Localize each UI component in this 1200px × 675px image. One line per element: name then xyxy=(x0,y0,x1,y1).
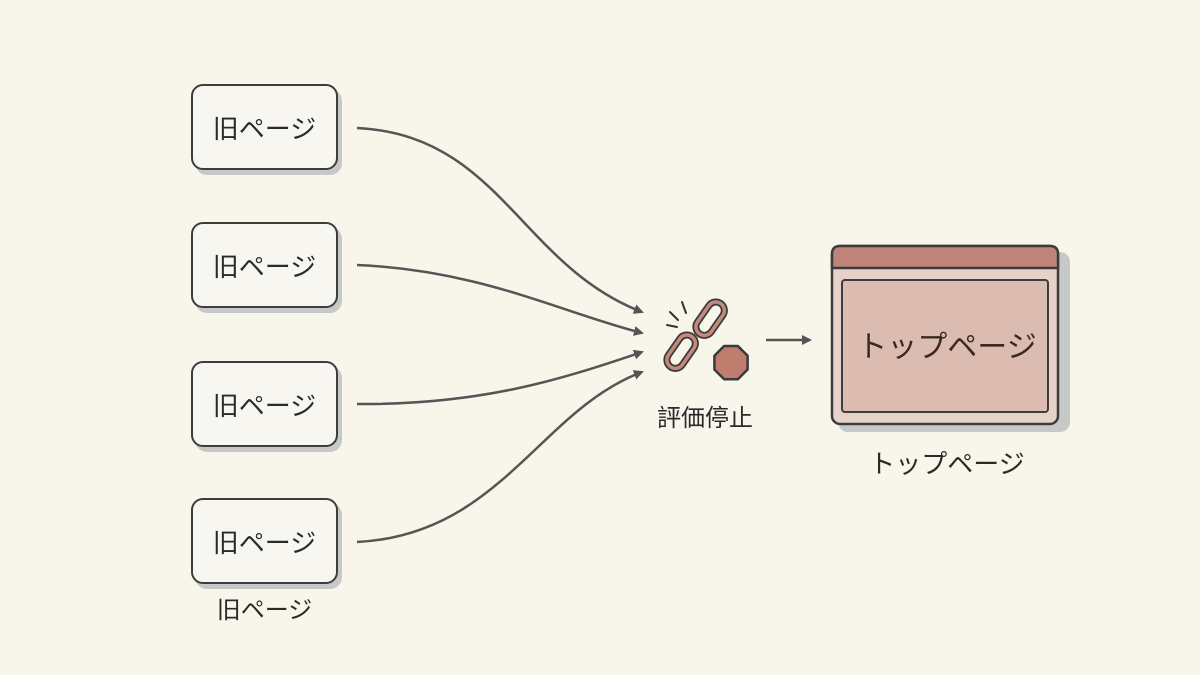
old-page-box: 旧ページ xyxy=(191,222,338,308)
redirect-arrow-4 xyxy=(356,370,644,544)
top-page-window xyxy=(830,244,1070,432)
window-content-area xyxy=(841,279,1049,413)
old-page-box: 旧ページ xyxy=(191,84,338,170)
stop-octagon-icon xyxy=(713,344,749,381)
old-page-label: 旧ページ xyxy=(212,252,317,283)
old-page-label: 旧ページ xyxy=(212,114,317,145)
evaluation-stop-label: 評価停止 xyxy=(657,404,753,432)
broken-chain-link-icon xyxy=(663,298,728,372)
top-page-window-label: トップページ xyxy=(857,330,1037,365)
redirect-arrow-1 xyxy=(356,126,644,314)
old-page-label: 旧ページ xyxy=(212,391,317,422)
old-page-box: 旧ページ xyxy=(191,498,338,584)
redirect-arrow-2 xyxy=(356,263,644,336)
old-page-box: 旧ページ xyxy=(191,361,338,447)
old-pages-caption: 旧ページ xyxy=(216,596,313,624)
top-page-caption: トップページ xyxy=(869,450,1025,480)
redirect-arrow-3 xyxy=(356,349,644,406)
window-title-bar xyxy=(830,244,1060,270)
old-page-label: 旧ページ xyxy=(212,528,317,559)
